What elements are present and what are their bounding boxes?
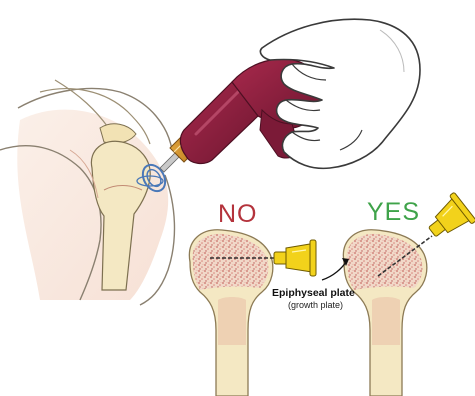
skin-shading [17, 110, 168, 300]
label-growth-plate: (growth plate) [288, 300, 343, 310]
bone-no-shaft-marrow [218, 297, 246, 345]
label-no: NO [218, 200, 258, 229]
shoulder-anatomy [0, 80, 174, 305]
hub-no-body [286, 244, 312, 272]
label-epiphyseal-plate: Epiphyseal plate [272, 287, 355, 299]
humerus-bone-icon [189, 230, 316, 396]
bone-yes-shaft-marrow [372, 297, 400, 345]
label-yes: YES [367, 198, 420, 227]
hub-no-flange [310, 240, 316, 276]
pointer-arrow [322, 262, 346, 280]
